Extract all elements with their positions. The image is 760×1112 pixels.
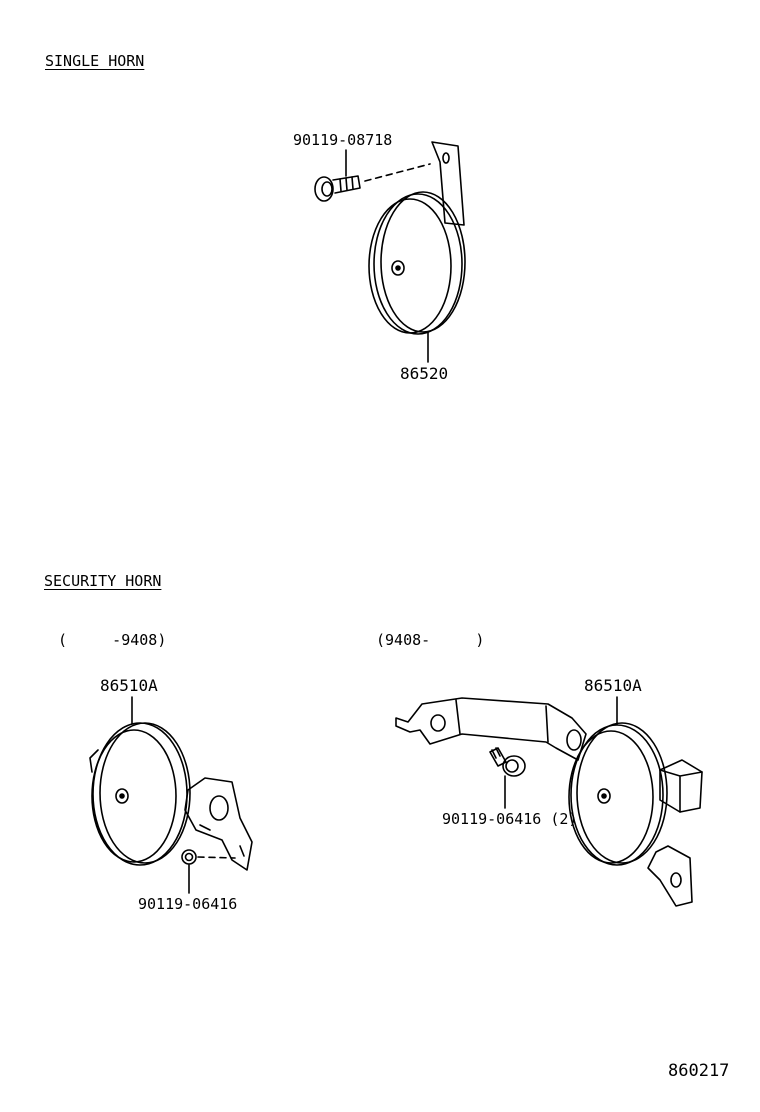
right-bracket-hole-right	[566, 729, 582, 751]
variant-range-right: (9408- )	[376, 631, 485, 649]
left-bolt-leader-dashed	[197, 856, 236, 859]
left-bracket-hole	[209, 795, 229, 821]
part-number-security-left-bolt[interactable]: 90119-06416	[138, 895, 238, 913]
left-horn-rim	[92, 722, 188, 866]
right-horn-back	[576, 722, 668, 864]
right-bracket	[395, 697, 587, 761]
section-title-security-horn: SECURITY HORN	[44, 572, 162, 590]
single-horn-back	[380, 191, 466, 333]
right-connector	[659, 759, 703, 813]
part-number-security-right-bolt[interactable]: 90119-06416 (2)	[442, 810, 578, 828]
right-bracket-hole-left	[430, 714, 446, 732]
part-number-single-horn[interactable]: 86520	[400, 364, 449, 383]
single-horn-center-bolt	[391, 260, 405, 276]
right-horn-face	[568, 730, 654, 864]
single-bracket-hole	[442, 152, 450, 164]
security-left-assembly	[89, 696, 253, 894]
single-horn-face	[368, 198, 452, 334]
right-horn-rim	[570, 724, 664, 866]
part-number-single-bolt[interactable]: 90119-08718	[293, 131, 393, 149]
right-bolt-icon	[489, 747, 526, 777]
single-bolt-icon	[314, 175, 361, 202]
left-horn-center-bolt	[115, 788, 129, 804]
single-horn-rim	[373, 193, 463, 335]
right-horn-center-bolt	[597, 788, 611, 804]
part-number-security-left-horn[interactable]: 86510A	[100, 676, 158, 695]
diagram-number: 860217	[668, 1061, 730, 1081]
single-bolt-leader-dashed	[364, 163, 431, 182]
security-right-assembly	[395, 696, 703, 907]
left-horn-face	[91, 729, 177, 863]
right-lower-tab	[647, 845, 693, 907]
single-horn-assembly	[314, 141, 466, 363]
left-bracket	[184, 777, 253, 871]
part-number-security-right-horn[interactable]: 86510A	[584, 676, 642, 695]
left-bolt-icon	[181, 849, 197, 865]
section-title-single-horn: SINGLE HORN	[45, 52, 145, 70]
variant-range-left: ( -9408)	[58, 631, 167, 649]
